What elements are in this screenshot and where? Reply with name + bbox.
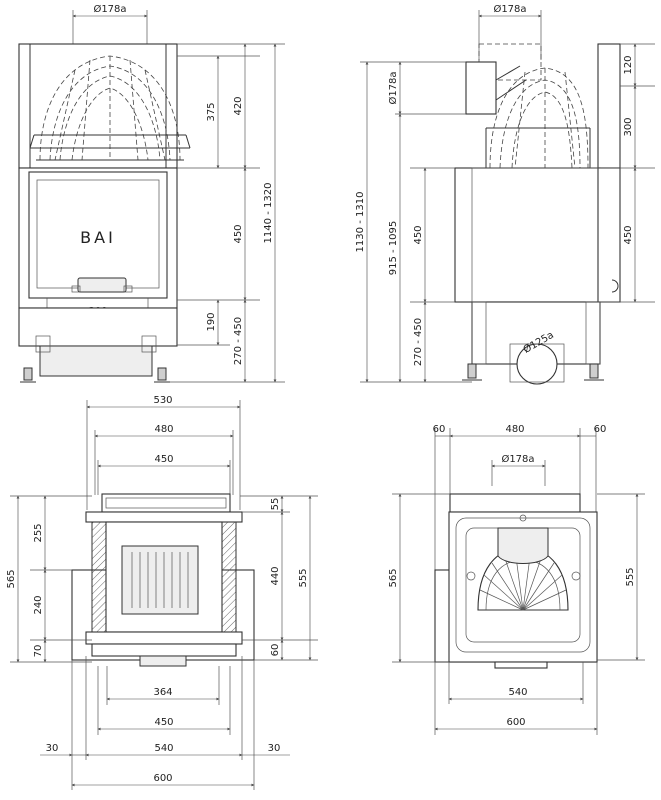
side-flue-outlet xyxy=(465,61,497,115)
plan-top-bar xyxy=(449,493,581,513)
front-dim-270-450: 270 - 450 xyxy=(233,317,244,365)
side-dim-120: 120 xyxy=(623,55,634,74)
front-dim-total: 1140 - 1320 xyxy=(263,183,274,244)
section-handle xyxy=(139,655,187,667)
front-dome xyxy=(29,55,191,161)
side-body xyxy=(454,167,601,303)
side-dome xyxy=(485,67,591,169)
front-flue-diameter-label: Ø178a xyxy=(93,3,126,15)
front-foot-left xyxy=(23,367,33,381)
side-back-panel xyxy=(597,43,621,169)
side-dim-total: 1130 - 1310 xyxy=(355,192,366,253)
side-view: Ø178a Ø125a xyxy=(355,3,655,385)
front-ash-box xyxy=(39,345,153,377)
section-dim-55: 55 xyxy=(270,498,281,511)
section-dim-440: 440 xyxy=(270,566,281,585)
plan-dim-540: 540 xyxy=(508,687,527,698)
plan-fan xyxy=(466,514,581,611)
section-dim-530: 530 xyxy=(153,395,172,406)
front-dim-450: 450 xyxy=(233,224,244,243)
side-dim-450-right: 450 xyxy=(623,225,634,244)
plan-view: 60 480 60 Ø178a xyxy=(388,424,645,735)
plan-dim-555: 555 xyxy=(625,567,636,586)
section-front-bar xyxy=(101,493,231,513)
plan-flue-diameter: Ø178a xyxy=(501,453,534,465)
side-dim-450: 450 xyxy=(413,225,424,244)
section-dim-450-top: 450 xyxy=(154,454,173,465)
front-foot-right xyxy=(157,367,167,381)
side-dim-270-450: 270 - 450 xyxy=(413,318,424,366)
section-grate xyxy=(121,545,199,615)
section-dim-540: 540 xyxy=(154,743,173,754)
section-dim-480: 480 xyxy=(154,424,173,435)
brand-text: BAI xyxy=(80,228,116,247)
door-handle xyxy=(77,277,127,293)
plan-dim-60-left: 60 xyxy=(433,424,446,435)
section-dim-565: 565 xyxy=(6,569,17,588)
front-dim-190: 190 xyxy=(206,312,217,331)
section-dim-30-right: 30 xyxy=(268,743,281,754)
front-dim-375: 375 xyxy=(206,102,217,121)
front-door xyxy=(28,171,168,299)
front-base xyxy=(18,307,178,347)
front-view: Ø178a BAI xyxy=(18,3,285,383)
side-dim-915: 915 - 1095 xyxy=(388,221,399,276)
section-dim-30-left: 30 xyxy=(46,743,59,754)
section-left-wall xyxy=(91,521,107,633)
side-flue-diameter-vertical: Ø178a xyxy=(387,71,399,104)
section-dim-70: 70 xyxy=(33,645,44,658)
side-flue-diameter-label: Ø178a xyxy=(493,3,526,15)
section-dim-600: 600 xyxy=(153,773,172,784)
front-hood xyxy=(18,43,178,169)
section-dim-60: 60 xyxy=(270,644,281,657)
section-right-wall xyxy=(221,521,237,633)
section-view: 530 480 450 xyxy=(6,395,318,790)
section-dim-364: 364 xyxy=(153,687,172,698)
plan-dim-600: 600 xyxy=(506,717,525,728)
section-dim-240: 240 xyxy=(33,595,44,614)
front-dim-420: 420 xyxy=(233,96,244,115)
side-dim-300: 300 xyxy=(623,117,634,136)
plan-dim-60-right: 60 xyxy=(594,424,607,435)
section-dim-555: 555 xyxy=(298,568,309,587)
plan-dim-565: 565 xyxy=(388,568,399,587)
section-dim-255: 255 xyxy=(33,523,44,542)
section-dim-450-bottom: 450 xyxy=(154,717,173,728)
plan-dim-480: 480 xyxy=(505,424,524,435)
